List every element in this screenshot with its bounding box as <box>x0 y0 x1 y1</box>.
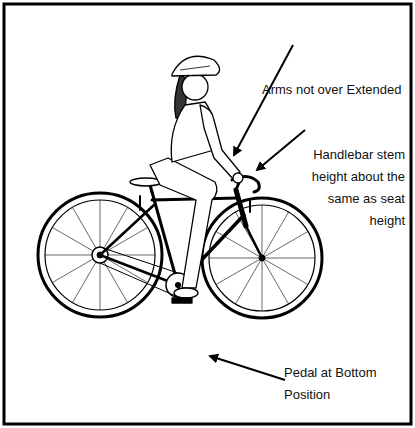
rider <box>150 56 243 303</box>
callout-label: Handlebar stem height about the same as … <box>290 144 405 232</box>
front-wheel <box>202 198 322 318</box>
rear-wheel <box>38 193 162 317</box>
callout-label: Arms not over Extended <box>262 82 412 98</box>
frame-border <box>4 4 411 424</box>
callout-label: Pedal at Bottom Position <box>284 362 389 406</box>
